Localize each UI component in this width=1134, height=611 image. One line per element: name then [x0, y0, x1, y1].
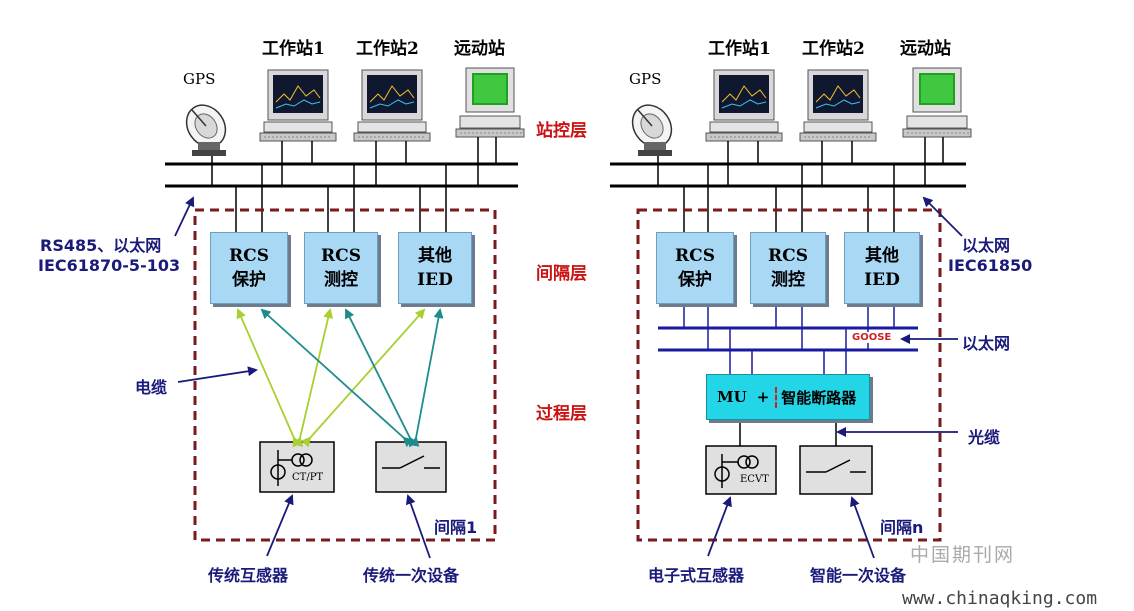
left-workstation1-label: 工作站1	[262, 39, 325, 59]
right-remote-station-label: 远动站	[900, 39, 951, 59]
left-rcs-control-box: RCS 测控	[304, 232, 378, 304]
right-box2-line1: RCS	[768, 246, 808, 266]
left-bay-label: 间隔1	[434, 518, 478, 537]
left-bay-border	[193, 208, 497, 542]
right-protocol-line2: IEC61850	[948, 256, 1033, 275]
right-workstation2-label: 工作站2	[802, 39, 865, 59]
right-bay-border	[636, 208, 942, 542]
left-cable-arrows	[236, 308, 444, 448]
left-primary-switch	[375, 441, 447, 493]
left-box1-line1: RCS	[229, 246, 269, 266]
mu-plus-label: +	[756, 388, 770, 406]
watermark-url: www.chinaqking.com	[902, 588, 1098, 609]
left-rcs-protection-box: RCS 保护	[210, 232, 288, 304]
right-fiber-label: 光缆	[968, 428, 1001, 447]
right-ecvt-device	[705, 445, 777, 495]
right-box1-line2: 保护	[678, 270, 712, 290]
right-ecvt-label: ECVT	[740, 474, 769, 485]
smart-breaker-label: 智能断路器	[775, 386, 856, 408]
right-bay-label: 间隔n	[880, 518, 924, 537]
process-layer-label: 过程层	[536, 404, 587, 424]
left-cable-label: 电缆	[135, 378, 168, 397]
left-gps-label: GPS	[183, 70, 216, 88]
left-traditional-transformer-label: 传统互感器	[208, 566, 289, 585]
left-box2-line2: 测控	[324, 270, 358, 290]
left-box2-line1: RCS	[321, 246, 361, 266]
left-workstation1-icon	[259, 69, 337, 142]
left-box1-line2: 保护	[232, 270, 266, 290]
right-rcs-control-box: RCS 测控	[750, 232, 826, 304]
right-fiber-lines	[739, 420, 837, 446]
left-box3-line1: 其他	[418, 246, 452, 266]
left-ctpt-label: CT/PT	[292, 472, 324, 483]
mu-label: MU	[717, 388, 747, 406]
right-box3-line1: 其他	[865, 246, 899, 266]
right-workstation1-label: 工作站1	[708, 39, 771, 59]
right-electronic-transformer-label: 电子式互感器	[648, 566, 745, 585]
right-box3-line2: IED	[864, 270, 900, 290]
left-workstation2-icon	[353, 69, 431, 142]
left-traditional-primary-label: 传统一次设备	[363, 566, 460, 585]
left-gps-dish-icon	[177, 96, 235, 157]
goose-label: GOOSE	[850, 332, 894, 343]
right-smart-primary-label: 智能一次设备	[810, 566, 907, 585]
left-remote-station-label: 远动站	[454, 39, 505, 59]
right-diagram	[610, 67, 972, 559]
right-workstation1-icon	[705, 69, 783, 142]
right-workstation2-icon	[799, 69, 877, 142]
right-ethernet-label: 以太网	[962, 334, 1011, 353]
right-gps-label: GPS	[629, 70, 662, 88]
right-rcs-protection-box: RCS 保护	[656, 232, 734, 304]
left-remote-station-icon	[455, 67, 525, 138]
left-protocol-line1: RS485、以太网	[40, 236, 162, 255]
left-box3-line2: IED	[417, 270, 453, 290]
left-diagram	[165, 67, 525, 559]
left-workstation2-label: 工作站2	[356, 39, 419, 59]
left-pointer-arrows	[174, 196, 431, 559]
right-primary-switch	[799, 445, 873, 495]
right-remote-station-icon	[902, 67, 972, 138]
right-box2-line2: 测控	[771, 270, 805, 290]
right-gps-dish-icon	[623, 96, 681, 157]
mu-smart-breaker-box: MU + 智能断路器	[706, 374, 870, 420]
right-other-ied-box: 其他 IED	[844, 232, 920, 304]
right-pointer-arrows	[707, 196, 963, 559]
left-protocol-line2: IEC61870-5-103	[38, 256, 181, 275]
left-other-ied-box: 其他 IED	[398, 232, 472, 304]
right-process-drops	[683, 304, 895, 374]
bay-layer-label: 间隔层	[536, 264, 587, 284]
station-layer-label: 站控层	[536, 121, 587, 141]
right-protocol-line1: 以太网	[962, 236, 1011, 255]
right-box1-line1: RCS	[675, 246, 715, 266]
watermark-cn: 中国期刊网	[910, 544, 1016, 566]
left-ctpt-device	[259, 441, 335, 493]
